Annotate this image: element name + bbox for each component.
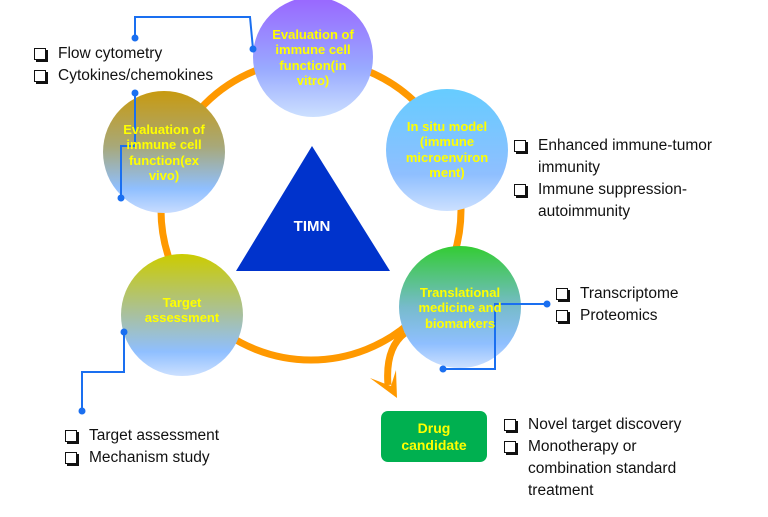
node-line: (immune (419, 134, 475, 149)
connector-dot (543, 300, 551, 308)
list-item-text: Mechanism study (89, 449, 210, 466)
timn-triangle (236, 146, 390, 271)
node-line: microenviron (405, 149, 489, 165)
list-item-text: Transcriptome (580, 285, 679, 302)
list-item: Monotherapy or combination standard trea… (504, 436, 694, 502)
connector-target (81, 332, 125, 411)
checkbox-icon (34, 48, 46, 60)
checkbox-icon (556, 310, 568, 322)
checkbox-icon (65, 430, 77, 442)
connector-dot (78, 407, 86, 415)
node-line: vivo) (148, 168, 180, 183)
list-item-text: Immune suppression-autoimmunity (538, 181, 688, 220)
node-line: Evaluation of (123, 121, 205, 137)
connector-dot (120, 328, 128, 336)
node-line: Evaluation of (272, 26, 354, 42)
list-in-situ: Enhanced immune-tumor immunity Immune su… (514, 135, 754, 223)
node-label-translational: Translational medicine and biomarkers (405, 282, 515, 334)
node-line: ment) (429, 165, 465, 180)
connector-dot (249, 45, 257, 53)
node-line: vitro) (296, 73, 330, 88)
node-line: Translational (419, 284, 501, 300)
node-line: immune cell (126, 137, 202, 152)
node-label-in-situ: In situ model (immune microenviron ment) (392, 112, 502, 187)
node-ex-vivo (103, 91, 225, 213)
drug-candidate-box: Drug candidate (381, 411, 487, 462)
list-item: Immune suppression-autoimmunity (514, 179, 754, 223)
output-arrowhead (370, 370, 397, 398)
node-line: assessment (144, 310, 220, 325)
list-item-text: Enhanced immune-tumor immunity (538, 137, 713, 176)
list-target: Target assessment Mechanism study (65, 425, 295, 469)
node-line: function(ex (128, 152, 200, 168)
list-item: Transcriptome (556, 283, 756, 305)
connector-dot (439, 365, 447, 373)
node-label-ex-vivo: Evaluation of immune cell function(ex vi… (109, 115, 219, 190)
node-line: medicine and (418, 300, 502, 316)
checkbox-icon (504, 441, 516, 453)
list-item: Target assessment (65, 425, 295, 447)
list-item-text: Monotherapy or combination standard trea… (528, 438, 677, 499)
connector-dot (131, 89, 139, 97)
node-target (121, 254, 243, 376)
list-item-text: Cytokines/chemokines (58, 67, 214, 84)
checkbox-icon (556, 288, 568, 300)
checkbox-icon (514, 184, 526, 196)
list-item: Enhanced immune-tumor immunity (514, 135, 754, 179)
list-item-text: Target assessment (89, 427, 220, 444)
node-label-in-vitro: Evaluation of immune cell function(in vi… (258, 20, 368, 95)
node-in-vitro (253, 0, 373, 117)
checkbox-icon (34, 70, 46, 82)
checkbox-icon (65, 452, 77, 464)
list-item: Novel target discovery (504, 414, 694, 436)
list-item: Cytokines/chemokines (34, 65, 264, 87)
node-line: immune cell (275, 42, 351, 57)
timn-label: TIMN (293, 218, 331, 235)
connector-dot (131, 34, 139, 42)
drug-line: Drug (417, 419, 451, 436)
list-item-text: Flow cytometry (58, 45, 163, 62)
list-item-text: Novel target discovery (528, 416, 682, 433)
connector-in-vitro (134, 16, 254, 50)
list-in-vitro: Flow cytometry Cytokines/chemokines (34, 43, 264, 87)
output-arrow (384, 330, 408, 386)
connector-dot (117, 194, 125, 202)
list-item: Mechanism study (65, 447, 295, 469)
node-label-target: Target assessment (127, 292, 237, 328)
list-drug: Novel target discovery Monotherapy or co… (504, 414, 694, 502)
checkbox-icon (514, 140, 526, 152)
list-translational: Transcriptome Proteomics (556, 283, 756, 327)
connector-ex-vivo (120, 93, 136, 198)
connector-translational (443, 303, 547, 370)
checkbox-icon (504, 419, 516, 431)
list-item-text: Proteomics (580, 307, 658, 324)
node-line: biomarkers (424, 315, 496, 331)
list-item: Proteomics (556, 305, 756, 327)
list-item: Flow cytometry (34, 43, 264, 65)
node-in-situ (386, 89, 508, 211)
drug-line: candidate (401, 436, 467, 453)
node-line: function(in (279, 57, 347, 73)
node-line: In situ model (406, 118, 488, 134)
node-line: Target (162, 294, 202, 310)
node-translational (399, 246, 521, 368)
